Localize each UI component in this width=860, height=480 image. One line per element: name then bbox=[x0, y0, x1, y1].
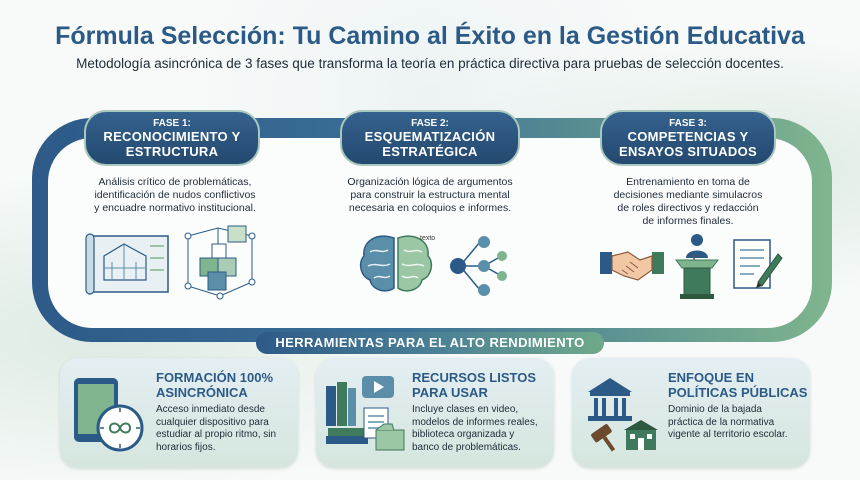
cubes-network-icon bbox=[184, 225, 256, 300]
phase-2-header: FASE 2: ESQUEMATIZACIÓN ESTRATÉGICA bbox=[340, 110, 520, 166]
card-3-desc-line3: vigente al territorio escolar. bbox=[668, 429, 788, 440]
card-2-desc-line4: banco de problemáticas. bbox=[412, 441, 521, 453]
podium-speaker-icon bbox=[675, 234, 719, 299]
phase-1-title-line2: ESTRUCTURA bbox=[125, 144, 219, 159]
card-1-title: FORMACIÓN 100% ASINCRÓNICA bbox=[156, 370, 273, 400]
card-3-desc-line1: Dominio de la bajada bbox=[668, 404, 762, 415]
phase-2-desc-line3: necesaria en coloquios e informes. bbox=[348, 202, 512, 214]
phase-2-desc-line2: para construir la estructura mental bbox=[350, 189, 510, 201]
card-1-desc-line3: estudiar al propio ritmo, sin bbox=[156, 429, 277, 440]
phase-3-desc-line3: de roles directivos y redacción bbox=[617, 202, 759, 214]
page-subtitle: Metodología asincrónica de 3 fases que t… bbox=[76, 56, 784, 71]
card-resources: RECURSOS LISTOS PARA USAR Incluye clases… bbox=[316, 358, 554, 468]
card-asynchronous: FORMACIÓN 100% ASINCRÓNICA Acceso inmedi… bbox=[60, 358, 298, 468]
handshake-icon bbox=[600, 251, 664, 281]
government-gavel-icon bbox=[588, 378, 658, 452]
card-2-description: Incluye clases en video, modelos de info… bbox=[412, 404, 546, 454]
card-3-description: Dominio de la bajada práctica de la norm… bbox=[668, 404, 802, 442]
card-1-description: Acceso inmediato desde cualquier disposi… bbox=[156, 404, 290, 454]
tablet-clock-icon bbox=[74, 378, 144, 452]
phase-1-desc-line3: y encuadre normativo institucional. bbox=[94, 202, 256, 214]
card-2-title: RECURSOS LISTOS PARA USAR bbox=[412, 370, 536, 400]
phase-2-number: FASE 2: bbox=[411, 118, 449, 129]
phase-1-number: FASE 1: bbox=[153, 118, 191, 129]
card-3-title: ENFOQUE EN POLÍTICAS PÚBLICAS bbox=[668, 370, 807, 400]
phase-1-header: FASE 1: RECONOCIMIENTO Y ESTRUCTURA bbox=[84, 110, 260, 166]
card-2-desc-line2: modelos de informes reales, bbox=[412, 416, 538, 428]
mind-map-icon bbox=[450, 236, 507, 296]
blueprint-icon bbox=[85, 233, 169, 295]
phase-2-description: Organización lógica de argumentos para c… bbox=[322, 176, 538, 215]
phase-2-title-line1: ESQUEMATIZACIÓN bbox=[364, 129, 496, 144]
card-3-title-line2: POLÍTICAS PÚBLICAS bbox=[668, 385, 808, 400]
phase-3-desc-line2: decisiones mediante simulacros bbox=[613, 189, 763, 201]
brain-icon bbox=[359, 235, 433, 292]
phase-2-desc-line1: Organización lógica de argumentos bbox=[347, 176, 513, 188]
card-1-title-line1: FORMACIÓN 100% bbox=[156, 370, 274, 385]
phase-3-header: FASE 3: COMPETENCIAS Y ENSAYOS SITUADOS bbox=[600, 110, 776, 166]
card-3-desc-line2: práctica de la normativa bbox=[668, 416, 775, 428]
card-3-title-line1: ENFOQUE EN bbox=[668, 370, 754, 385]
phase-3-number: FASE 3: bbox=[669, 118, 707, 129]
phase-3-desc-line4: de informes finales. bbox=[642, 215, 734, 227]
phase-1-desc-line2: identificación de nudos conflictivos bbox=[94, 189, 256, 201]
books-video-icon bbox=[326, 376, 405, 451]
phase-1-description: Análisis crítico de problemáticas, ident… bbox=[70, 176, 280, 215]
phase-3-title-line1: COMPETENCIAS Y bbox=[627, 129, 749, 144]
card-1-desc-line2: cualquier dispositivo para bbox=[156, 416, 269, 428]
card-2-title-line1: RECURSOS LISTOS bbox=[412, 370, 537, 385]
card-public-policy: ENFOQUE EN POLÍTICAS PÚBLICAS Dominio de… bbox=[572, 358, 810, 468]
phase-1-desc-line1: Análisis crítico de problemáticas, bbox=[98, 176, 252, 188]
phase-3-description: Entrenamiento en toma de decisiones medi… bbox=[584, 176, 792, 228]
phase-3-title-line2: ENSAYOS SITUADOS bbox=[619, 144, 757, 159]
phase-2-title-line2: ESTRATÉGICA bbox=[382, 144, 478, 159]
card-1-title-line2: ASINCRÓNICA bbox=[156, 385, 248, 400]
document-pen-icon bbox=[733, 239, 783, 289]
phase-1-title-line1: RECONOCIMIENTO Y bbox=[103, 129, 241, 144]
card-2-desc-line1: Incluye clases en video, bbox=[412, 404, 519, 415]
card-2-desc-line3: biblioteca organizada y bbox=[412, 429, 515, 440]
phase-3-desc-line1: Entrenamiento en toma de bbox=[626, 176, 750, 188]
tools-banner: HERRAMIENTAS PARA EL ALTO RENDIMIENTO bbox=[256, 332, 604, 354]
page-title: Fórmula Selección: Tu Camino al Éxito en… bbox=[55, 22, 805, 50]
brain-icon-label: texto bbox=[420, 235, 436, 242]
card-1-desc-line4: horarios fijos. bbox=[156, 441, 216, 453]
card-1-desc-line1: Acceso inmediato desde bbox=[156, 404, 265, 415]
card-2-title-line2: PARA USAR bbox=[412, 385, 488, 400]
